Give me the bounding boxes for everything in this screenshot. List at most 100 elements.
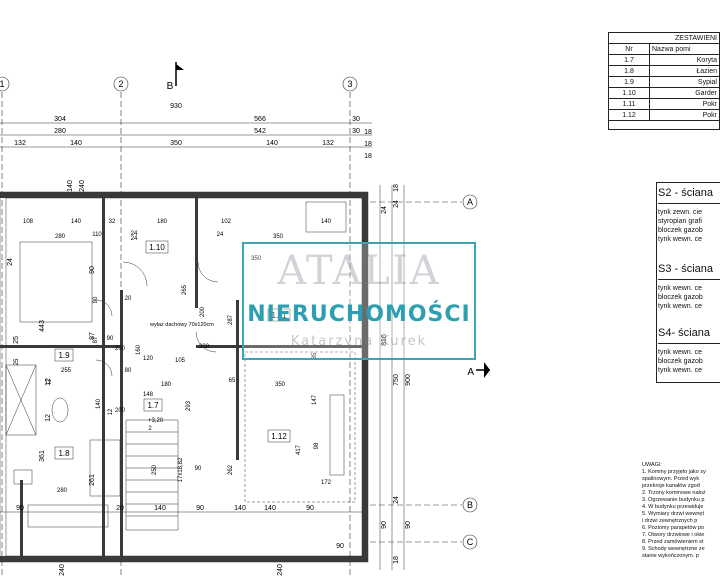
dimension-label: 287 bbox=[228, 314, 234, 325]
dimension-label: 24 bbox=[393, 496, 400, 504]
dimension-label: 110 bbox=[92, 232, 102, 238]
dimension-label: 24 bbox=[217, 232, 224, 238]
dimension-label: 180 bbox=[161, 382, 172, 388]
note-item: przekroje kanałów zgod bbox=[642, 483, 700, 489]
dimension-label: 18 bbox=[364, 129, 372, 136]
section-mark-top: B bbox=[167, 62, 184, 92]
roof-exit-label: wyłaz dachowy 70x120cm bbox=[149, 322, 214, 328]
grid-axes bbox=[0, 76, 478, 576]
legend-line: tynk wewn. ce bbox=[658, 349, 702, 356]
dimension-label: 140 bbox=[67, 180, 74, 192]
axis-labels: 1 2 3 A B C bbox=[0, 79, 474, 547]
legend-line: tynk wewn. ce bbox=[658, 303, 702, 310]
room-label-1-7: 1.7 bbox=[147, 401, 159, 410]
watermark-agent: Katarzyna Kurek bbox=[290, 334, 428, 349]
note-item: 6. Poziomy parapetów po bbox=[642, 525, 705, 531]
dimension-label: 262 bbox=[228, 464, 234, 475]
dimension-label: 240 bbox=[79, 180, 86, 192]
dimension-label: 816 bbox=[381, 334, 388, 346]
dimension-label: 65 bbox=[229, 378, 236, 384]
dimension-label: 200 bbox=[115, 346, 126, 352]
dimension-label: 90 bbox=[107, 336, 114, 342]
dimension-label: 350 bbox=[170, 140, 182, 147]
dimension-label: 24 bbox=[131, 236, 138, 242]
watermark-company: NIERUCHOMOŚCI bbox=[247, 302, 471, 327]
section-label-right: A bbox=[467, 367, 474, 378]
dimension-label: 132 bbox=[322, 140, 334, 147]
legend-border bbox=[656, 182, 720, 183]
dimension-label: 18 bbox=[364, 141, 372, 148]
legend-line: tynk wewn. ce bbox=[658, 285, 702, 292]
note-item: spalinowym. Przed wyk bbox=[642, 476, 700, 482]
dimension-label: 265 bbox=[182, 284, 188, 295]
dimension-label: 350 bbox=[275, 382, 286, 388]
legend-line: tynk wewn. ce bbox=[658, 236, 702, 243]
legend-s4: S4- ściana tynk wewn. ce bloczek gazob t… bbox=[658, 326, 720, 375]
dimension-label: 2 bbox=[148, 426, 152, 432]
dimension-label: 930 bbox=[170, 103, 182, 110]
dimension-label: 200 bbox=[115, 408, 126, 414]
room-label-1-8: 1.8 bbox=[58, 449, 70, 458]
dimension-label: 87 bbox=[93, 336, 99, 343]
dimension-label: 90 bbox=[336, 543, 344, 550]
dimension-label: 90 bbox=[405, 521, 412, 529]
legend-line: tynk wewn. ce bbox=[658, 367, 702, 374]
dimension-label: 900 bbox=[405, 374, 412, 386]
dimension-label: 18 bbox=[393, 184, 400, 192]
dimension-label: 90 bbox=[93, 296, 99, 303]
dimension-label: 90 bbox=[381, 521, 388, 529]
dimension-label: 30 bbox=[352, 128, 360, 135]
dimension-label: 361 bbox=[39, 450, 46, 462]
dimension-lines-top bbox=[0, 122, 372, 148]
dimension-label: 108 bbox=[23, 219, 34, 225]
room-labels: 1.10 1.11 1.9 1.7 1.8 1.12 bbox=[54, 240, 291, 460]
dimension-label: 24 bbox=[393, 200, 400, 208]
dimension-label: 90 bbox=[196, 505, 204, 512]
axis-label-a: A bbox=[467, 197, 473, 207]
dimension-label: 90 bbox=[16, 505, 24, 512]
axis-label-3: 3 bbox=[347, 79, 352, 89]
dimension-label: 12 bbox=[45, 414, 52, 422]
dimension-label: 87 bbox=[89, 332, 96, 340]
dimension-label: 280 bbox=[54, 128, 66, 135]
notes-title: UWAGI: bbox=[642, 462, 662, 468]
dimension-label: 293 bbox=[186, 400, 192, 411]
dimension-label: 24 bbox=[381, 206, 388, 214]
dimension-label: 24 bbox=[131, 231, 138, 237]
note-item: 5. Wymiary drzwi wewnęt bbox=[642, 511, 704, 517]
dimension-label: 240 bbox=[59, 564, 66, 576]
dimension-label: 140 bbox=[71, 219, 82, 225]
dimension-label: 18 bbox=[393, 556, 400, 564]
dimension-label: 12 bbox=[45, 378, 52, 386]
dimension-label: 255 bbox=[61, 368, 72, 374]
legend-border bbox=[656, 182, 657, 382]
note-item: 4. W budynku przewiduje bbox=[642, 504, 704, 510]
dimension-label: 172 bbox=[321, 480, 332, 486]
dimension-label: 240 bbox=[277, 564, 284, 576]
legend-s2: S2 - ściana tynk zewn. cie styropian gra… bbox=[658, 186, 720, 244]
wall-outlines bbox=[0, 191, 369, 563]
legend-border bbox=[656, 382, 720, 383]
dimension-label: 350 bbox=[251, 256, 262, 262]
notes: UWAGI: 1. Kominy przyjęto jako sy spalin… bbox=[642, 462, 720, 560]
dimension-label: 12 bbox=[108, 408, 114, 415]
dimension-label: 32 bbox=[109, 219, 116, 225]
legend-line: bloczek gazob bbox=[658, 358, 703, 365]
dimension-label: 140 bbox=[264, 505, 276, 512]
dimension-label: 140 bbox=[154, 505, 166, 512]
legend-line: tynk zewn. cie bbox=[658, 209, 702, 216]
axis-label-1: 1 bbox=[0, 79, 5, 89]
note-item: i drzwi zewnętrznych p bbox=[642, 518, 698, 524]
legend-s2-title: S2 - ściana bbox=[658, 187, 714, 199]
note-item: 8. Przed zamówieniem st bbox=[642, 539, 704, 545]
dimension-label: 90 bbox=[195, 466, 202, 472]
